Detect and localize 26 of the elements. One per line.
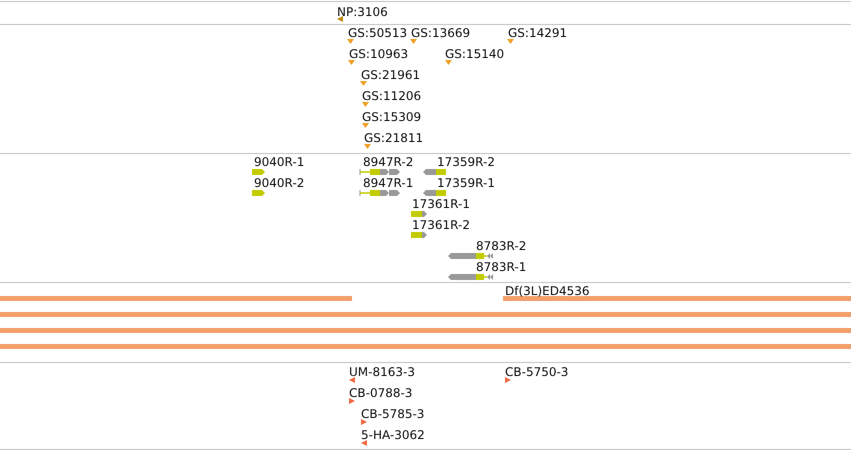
feature-label: 8783R-2 — [476, 239, 526, 253]
feature-label: CB-5750-3 — [505, 365, 568, 379]
feature-label: 8947R-2 — [363, 155, 414, 169]
feature-label: 8783R-1 — [476, 260, 526, 274]
feature-label: GS:13669 — [411, 26, 470, 40]
feature-label: GS:11206 — [362, 89, 422, 103]
feature-label: 17359R-1 — [437, 176, 495, 190]
feature-label: GS:15309 — [362, 110, 422, 124]
feature-label: GS:21961 — [361, 68, 420, 82]
feature-label: 17361R-2 — [412, 218, 470, 232]
feature-label: 5-HA-3062 — [361, 428, 425, 442]
feature-label: Df(3L)ED4536 — [505, 284, 590, 298]
feature-label: GS:15140 — [445, 47, 504, 61]
feature-label: 9040R-2 — [254, 176, 304, 190]
feature-label: GS:50513 — [348, 26, 408, 40]
feature-label: 9040R-1 — [254, 155, 304, 169]
feature-label: 8947R-1 — [363, 176, 414, 190]
feature-label: GS:10963 — [349, 47, 408, 61]
feature-label: 17361R-1 — [412, 197, 470, 211]
feature-label: GS:21811 — [364, 131, 424, 145]
feature-label: CB-5785-3 — [361, 407, 424, 421]
feature-label: 17359R-2 — [437, 155, 495, 169]
feature-label: UM-8163-3 — [349, 365, 415, 379]
feature-label: GS:14291 — [508, 26, 568, 40]
feature-label: NP:3106 — [337, 5, 388, 19]
feature-label: CB-0788-3 — [349, 386, 412, 400]
